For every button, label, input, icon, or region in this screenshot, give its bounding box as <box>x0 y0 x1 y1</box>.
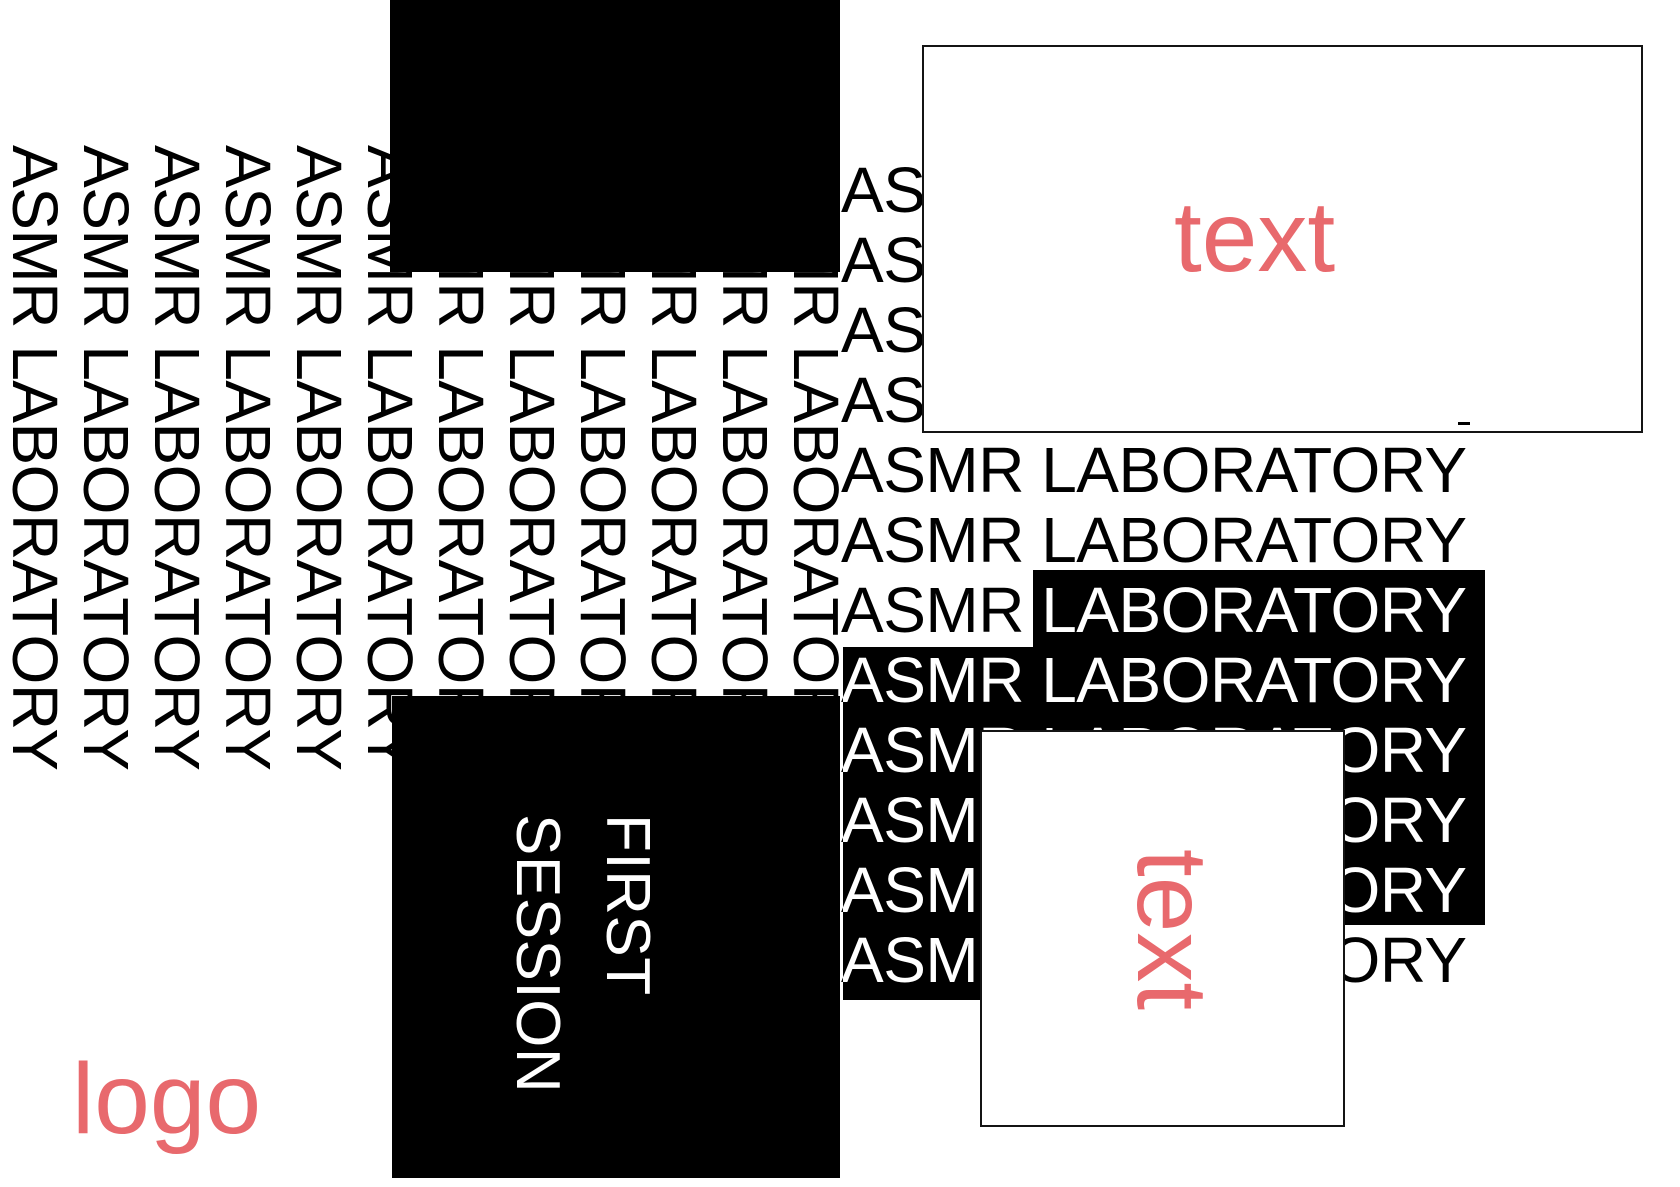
stray-mark <box>1458 422 1470 425</box>
top-black-rectangle <box>390 0 840 272</box>
session-title-line2: SESSION <box>502 814 572 1094</box>
watermark-row-inverted: ASMR LABORATORY <box>1033 570 1467 572</box>
session-title: FIRST SESSION <box>492 814 672 1093</box>
logo-placeholder[interactable]: logo <box>72 1043 262 1155</box>
side-placeholder-label[interactable]: text <box>1116 849 1228 1011</box>
session-black-square: FIRST SESSION <box>392 696 840 1178</box>
watermark-column: ASMR LABORATORY <box>141 145 213 771</box>
watermark-column: ASMR LABORATORY <box>283 145 355 771</box>
watermark-column: ASMR LABORATORY <box>212 145 284 771</box>
watermark-row: ASMR LABORATORY <box>841 504 1467 576</box>
top-text-placeholder-box[interactable]: text <box>922 45 1643 433</box>
session-title-line1: FIRST <box>592 814 662 996</box>
watermark-row-inverted: ASMR LABORATORY <box>1033 574 1467 646</box>
watermark-column: ASMR LABORATORY <box>70 145 142 771</box>
watermark-row-inverted: ASMR LABORATORY <box>843 647 1345 716</box>
side-text-placeholder-box[interactable]: text <box>980 730 1345 1127</box>
watermark-column: ASMR LABORATORY <box>0 145 71 771</box>
watermark-row: ASMR LABORATORY <box>841 434 1467 506</box>
top-placeholder-label[interactable]: text <box>1174 181 1336 293</box>
